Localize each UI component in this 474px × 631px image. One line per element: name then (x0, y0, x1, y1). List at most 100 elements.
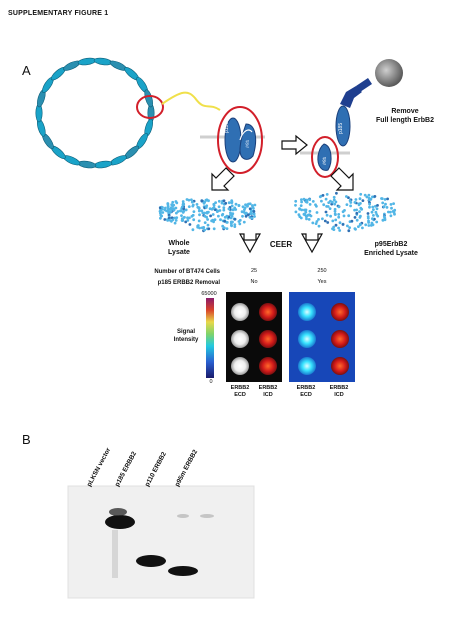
lysate-dot (251, 205, 255, 209)
lysate-dot (358, 223, 362, 227)
lysate-dot (367, 198, 371, 202)
lysate-dot (294, 210, 298, 214)
lysate-dot (222, 226, 226, 230)
lysate-dot (364, 223, 368, 227)
lysate-dot (212, 227, 216, 231)
lysate-dot (348, 226, 351, 230)
colorbar-min: 0 (209, 379, 213, 385)
lysate-dot (347, 214, 351, 218)
lysate-dot (196, 205, 200, 209)
lysate-dot (241, 205, 245, 209)
lysate-dot (253, 203, 257, 207)
lysate-dot (204, 198, 208, 202)
lysate-dot (202, 226, 206, 229)
lysate-dot (383, 198, 387, 201)
lysate-dot (212, 202, 216, 206)
cells-value-2: 250 (317, 268, 327, 274)
lysate-dot (191, 203, 195, 207)
lysate-dot (338, 229, 342, 232)
lysate-dot (298, 207, 302, 211)
lysate-dot (380, 197, 384, 201)
lysate-dot (360, 207, 364, 211)
lysate-dot (187, 205, 191, 209)
lysate-dot (168, 218, 172, 222)
lysate-dot (304, 215, 308, 219)
lysate-dot (184, 208, 188, 212)
lysate-dot (163, 218, 167, 221)
lysate-dot (203, 221, 207, 225)
lysate-dot (355, 208, 358, 212)
magnetic-bead (375, 59, 403, 87)
lysate-dot (231, 212, 235, 216)
lysate-dot (392, 211, 396, 214)
linker-curve (161, 91, 221, 111)
ceer-spot (331, 303, 349, 321)
arrow-down-right (330, 167, 354, 191)
lysate-dot (240, 210, 244, 214)
lysate-dot (238, 218, 242, 222)
lysate-dot (220, 201, 224, 205)
lysate-dot (338, 221, 342, 225)
receptor-ring (217, 106, 263, 174)
lysate-dot (326, 221, 330, 224)
lysate-dot (333, 212, 337, 216)
lysate-dot (175, 211, 178, 215)
lysate-dot (333, 207, 337, 211)
lysate-dot (192, 218, 196, 222)
lysate-dot (171, 218, 175, 222)
lysate-dot (210, 219, 214, 223)
lysate-dot (355, 211, 359, 215)
lysate-dot (302, 197, 306, 201)
lysate-dot (230, 201, 234, 205)
lysate-dot (381, 218, 385, 222)
lysate-dot (382, 215, 386, 219)
lysate-dot (345, 195, 348, 198)
removal-value-1: No (250, 279, 258, 285)
lysate-dot (211, 213, 215, 216)
lysate-dot (227, 201, 231, 205)
lysate-dot (376, 204, 379, 207)
lysate-dot (353, 201, 357, 204)
lysate-dot (204, 206, 208, 209)
lysate-dot (231, 208, 234, 212)
lysate-dot (315, 220, 319, 223)
lysate-dot (305, 200, 309, 204)
lysate-dot (225, 221, 229, 224)
enriched-lysate-cloud (294, 191, 397, 233)
lysate-dot (368, 202, 371, 206)
signal-intensity-label: Signal Intensity (173, 329, 199, 343)
p185-label-right: p185 (338, 122, 344, 134)
lysate-dot (309, 214, 313, 218)
lysate-dot (371, 217, 374, 221)
lysate-dot (184, 220, 188, 224)
lysate-dot (337, 226, 340, 230)
lysate-dot (230, 214, 234, 218)
lysate-dot (376, 214, 380, 218)
lysate-dot (190, 198, 193, 202)
lysate-dot (300, 200, 303, 204)
lysate-dot (170, 203, 174, 207)
antibody-arm (356, 78, 372, 92)
lysate-dot (174, 206, 178, 210)
lysate-dot (217, 214, 220, 218)
lysate-dot (325, 205, 328, 208)
ceer-spot (231, 330, 249, 348)
lysate-dot (173, 221, 177, 225)
ceer-spot (231, 303, 249, 321)
lysate-dot (158, 206, 162, 210)
lysate-dot (358, 216, 362, 219)
lysate-dot (203, 214, 207, 218)
lysate-dot (198, 213, 201, 217)
lysate-dot (233, 217, 237, 221)
lysate-dot (174, 219, 178, 222)
lysate-dot (214, 201, 218, 205)
panel-a-label: A (22, 63, 31, 78)
lysate-dot (217, 199, 221, 203)
lysate-dot (203, 228, 207, 232)
ceer-spot (259, 357, 277, 375)
lysate-dot (207, 227, 211, 231)
ceer-spot (259, 330, 277, 348)
plasmid-highlight-ring (136, 95, 164, 119)
plasmid-segment (93, 160, 113, 169)
